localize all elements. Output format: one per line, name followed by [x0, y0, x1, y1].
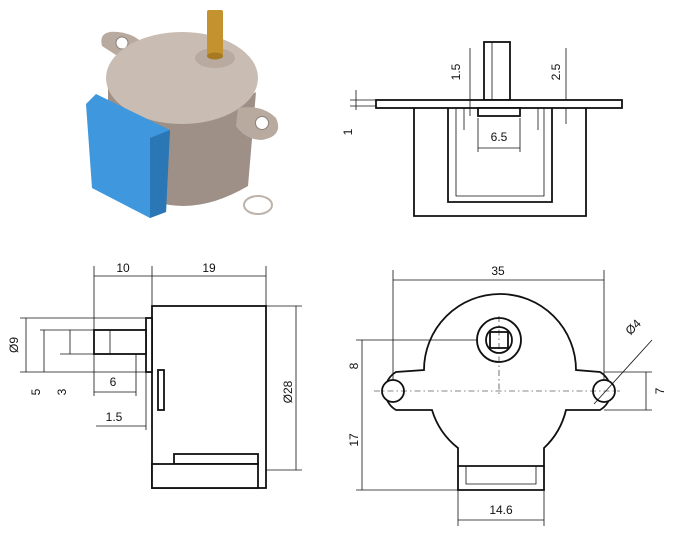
shaft-base [207, 52, 223, 60]
dim-top-flange-thickness: 2.5 [549, 63, 563, 80]
dim-side-shaft-length: 10 [116, 261, 130, 275]
dim-side-body-diameter: Ø28 [281, 380, 295, 403]
dim-side-boss-thickness: 1.5 [106, 410, 123, 424]
top-view-cover-inner [455, 108, 545, 197]
side-view-shaft [93, 329, 147, 355]
side-view-cover [151, 463, 259, 489]
side-view-drawing: 10 19 Ø9 5 3 6 1.5 Ø28 [7, 261, 302, 489]
dim-side-shaft-diameter: Ø9 [7, 337, 21, 353]
mounting-ear-bottom [243, 195, 273, 215]
stepper-motor-3d-render [86, 10, 279, 218]
top-view-shaft [483, 41, 511, 101]
side-view-tab [157, 369, 165, 411]
dim-side-offset-5: 5 [29, 388, 43, 395]
dim-front-hole-spacing: 35 [491, 264, 505, 278]
top-view-drawing: 1.5 2.5 1 6.5 [341, 41, 623, 217]
dim-top-mount-offset: 1 [341, 128, 355, 135]
wire-cover [86, 94, 170, 218]
mounting-ear-front-hole [255, 116, 269, 130]
dim-side-offset-3: 3 [55, 388, 69, 395]
mounting-ear-left-hole [115, 36, 129, 50]
dim-side-flat-length: 6 [110, 375, 117, 389]
shaft [207, 10, 223, 56]
dim-side-body-depth: 19 [202, 261, 216, 275]
wire-cover-tab [154, 150, 164, 210]
dim-front-cover-width: 14.6 [489, 503, 513, 517]
top-view-cover [447, 108, 553, 203]
front-view-cover-inner [465, 466, 537, 485]
dim-top-slot-width: 6.5 [491, 130, 508, 144]
top-view-body [413, 108, 587, 217]
front-view-cover [457, 466, 545, 491]
side-view-cover-top [173, 453, 259, 465]
dim-front-ear-offset: 7 [653, 387, 667, 394]
dim-front-shaft-offset: 8 [347, 362, 361, 369]
top-view-slot [477, 107, 521, 117]
dim-top-shaft-height: 1.5 [449, 63, 463, 80]
dim-front-body-height: 17 [347, 433, 361, 447]
dim-front-hole-diameter: Ø4 [623, 316, 644, 337]
front-view-drawing: 35 Ø4 8 17 7 14.6 [347, 264, 667, 526]
top-view-flange [375, 99, 623, 109]
